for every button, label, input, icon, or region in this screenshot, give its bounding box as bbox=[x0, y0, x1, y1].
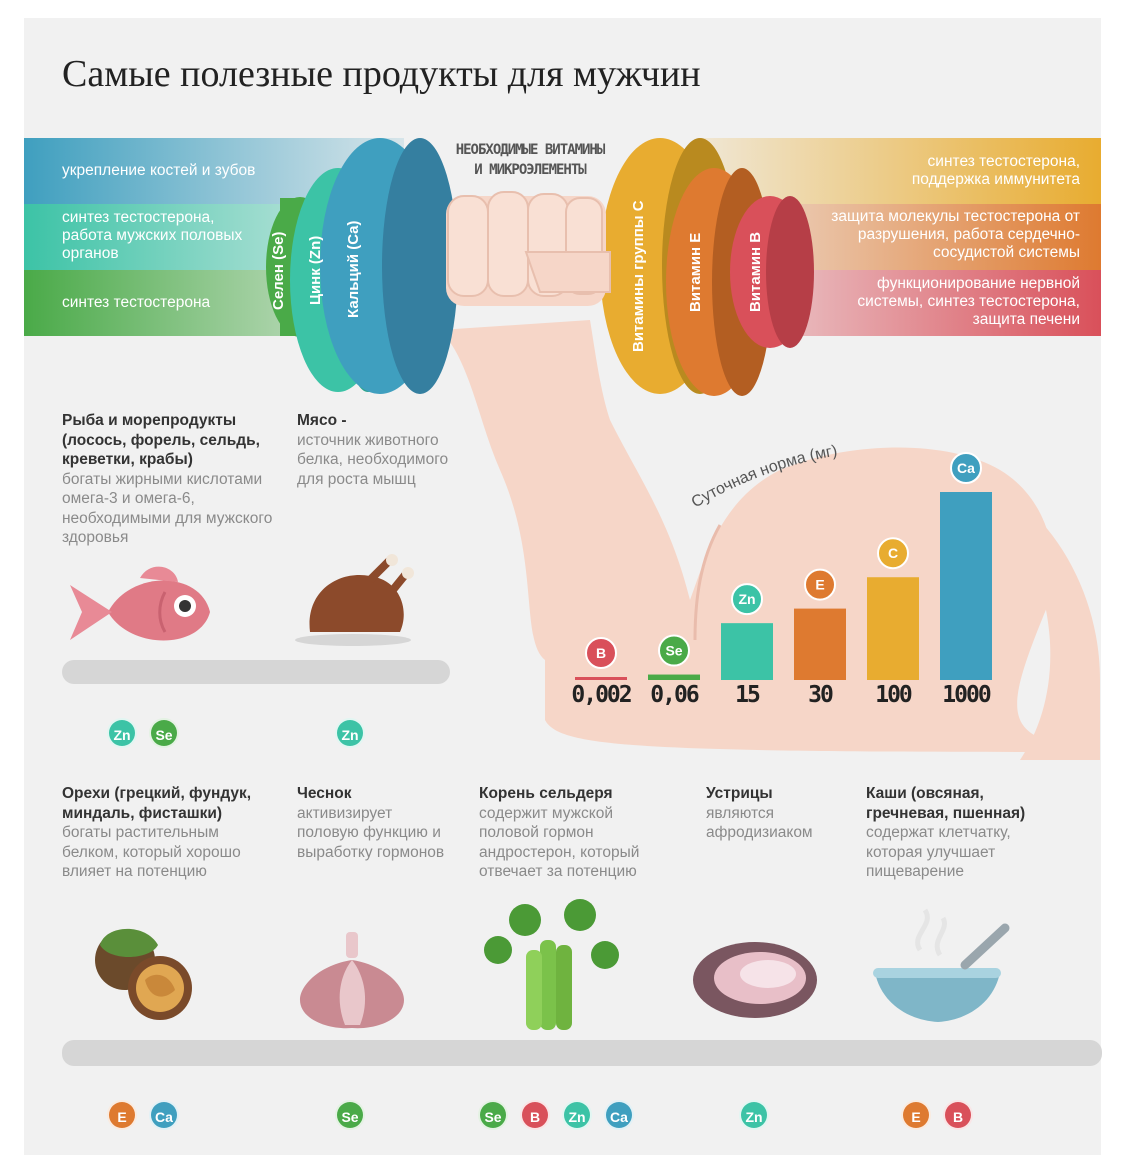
chart-badge-b bbox=[585, 637, 617, 669]
food-garlic-desc: активизирует половую функцию и выработку… bbox=[297, 804, 445, 861]
food-nuts: Орехи (грецкий, фундук, миндаль, фисташк… bbox=[62, 784, 277, 882]
food-nuts-desc: богаты растительным белком, который хоро… bbox=[62, 824, 241, 880]
badges-oysters: Zn bbox=[739, 1100, 781, 1130]
food-meat-name: Мясо - bbox=[297, 412, 347, 429]
plate-label-calcium: Кальций (Ca) bbox=[345, 221, 362, 318]
badge-zn: Zn bbox=[107, 718, 137, 748]
badge-zn: Zn bbox=[335, 718, 365, 748]
food-celery-desc: содержит мужской половой гормон андросте… bbox=[479, 804, 640, 881]
badge-b: B bbox=[520, 1100, 550, 1130]
chart-value-label: 0,002 bbox=[571, 682, 632, 708]
chart-badge-e bbox=[804, 568, 836, 601]
band-text-calcium: укрепление костей и зубов bbox=[62, 162, 256, 179]
food-celery: Корень сельдеря содержит мужской половой… bbox=[479, 784, 674, 882]
plate-label-vitamin-b: Витамин В bbox=[747, 232, 764, 312]
oyster-icon bbox=[693, 942, 817, 1018]
food-fish: Рыба и морепродукты (лосось, форель, сел… bbox=[62, 411, 277, 548]
chart-category-label: Se bbox=[665, 643, 682, 659]
badge-se: Se bbox=[335, 1100, 365, 1130]
band-text-vitamin-c: синтез тестостерона, поддержка иммунитет… bbox=[911, 153, 1080, 188]
band-text-zinc: синтез тестостерона, работа мужских поло… bbox=[62, 209, 243, 262]
chart-badge-se bbox=[658, 634, 690, 667]
chart-value-label: 30 bbox=[808, 682, 834, 708]
plate-label-vitamin-c: Витамины группы С bbox=[630, 200, 647, 352]
food-celery-name: Корень сельдеря bbox=[479, 785, 613, 802]
band-text-selenium: синтез тестостерона bbox=[62, 294, 211, 311]
center-heading-line-1: НЕОБХОДИМЫЕ ВИТАМИНЫ bbox=[455, 142, 606, 158]
badge-se: Se bbox=[478, 1100, 508, 1130]
chart-category-label: C bbox=[888, 545, 898, 561]
arm-shoulder bbox=[990, 480, 1100, 760]
arm-crease bbox=[693, 524, 722, 641]
chart-bar-zn bbox=[721, 623, 773, 680]
chart-value-label: 15 bbox=[735, 682, 761, 708]
chart-value-label: 100 bbox=[875, 682, 913, 708]
food-meat: Мясо - источник животного белка, необход… bbox=[297, 411, 457, 489]
badge-ca: Ca bbox=[604, 1100, 634, 1130]
badges-garlic: Se bbox=[335, 1100, 377, 1130]
page-title: Самые полезные продукты для мужчин bbox=[62, 53, 701, 95]
badge-zn: Zn bbox=[562, 1100, 592, 1130]
plate-label-vitamin-e: Витамин Е bbox=[687, 233, 704, 312]
daily-norm-chart: B Se Zn E C Ca bbox=[575, 452, 992, 680]
chart-category-label: E bbox=[815, 577, 824, 593]
band-vitamin-c bbox=[700, 138, 1101, 204]
top-tray bbox=[62, 660, 450, 684]
badges-meat: Zn bbox=[335, 718, 377, 748]
food-porridge-name: Каши (овсяная, гречневая, пшенная) bbox=[866, 785, 1026, 822]
walnut-icon bbox=[95, 928, 192, 1020]
chart-bar-ca bbox=[940, 492, 992, 680]
chart-bar-c bbox=[867, 577, 919, 680]
plate-label-selenium: Селен (Se) bbox=[270, 232, 287, 310]
food-nuts-name: Орехи (грецкий, фундук, миндаль, фисташк… bbox=[62, 785, 252, 822]
center-heading-line-2: И МИКРОЭЛЕМЕНТЫ bbox=[474, 162, 586, 178]
band-text-vitamin-e: защита молекулы тестостерона от разрушен… bbox=[831, 208, 1080, 261]
porridge-bowl-icon bbox=[873, 908, 1010, 1022]
right-plates bbox=[600, 138, 814, 396]
celery-icon bbox=[484, 899, 619, 1030]
chart-bar-se bbox=[648, 674, 700, 680]
food-porridge: Каши (овсяная, гречневая, пшенная) содер… bbox=[866, 784, 1056, 882]
chart-bar-e bbox=[794, 608, 846, 680]
food-garlic-name: Чеснок bbox=[297, 785, 352, 802]
food-fish-name: Рыба и морепродукты (лосось, форель, сел… bbox=[62, 412, 260, 468]
bottom-tray bbox=[62, 1040, 1102, 1066]
food-oysters: Устрицы являются афродизиаком bbox=[706, 784, 846, 843]
chart-value-label: 0,06 bbox=[650, 682, 699, 708]
chart-category-label: Zn bbox=[738, 591, 755, 607]
plate-label-zinc: Цинк (Zn) bbox=[307, 236, 324, 305]
badges-fish: Zn Se bbox=[107, 718, 191, 748]
badge-e: E bbox=[901, 1100, 931, 1130]
badge-e: E bbox=[107, 1100, 137, 1130]
badges-nuts: E Ca bbox=[107, 1100, 191, 1130]
fish-icon bbox=[70, 566, 210, 641]
band-text-vitamin-b: функционирование нервной системы, синтез… bbox=[857, 275, 1080, 328]
garlic-icon bbox=[300, 932, 404, 1029]
chart-category-label: Ca bbox=[957, 460, 975, 476]
chart-badge-zn bbox=[731, 583, 763, 616]
food-fish-desc: богаты жирными кислотами омега-3 и омега… bbox=[62, 470, 273, 547]
badge-ca: Ca bbox=[149, 1100, 179, 1130]
badge-zn: Zn bbox=[739, 1100, 769, 1130]
chart-badge-ca bbox=[950, 452, 982, 484]
food-porridge-desc: содержат клетчатку, которая улучшает пищ… bbox=[866, 824, 1011, 880]
food-garlic: Чеснок активизирует половую функцию и вы… bbox=[297, 784, 457, 862]
badge-se: Se bbox=[149, 718, 179, 748]
badge-b: B bbox=[943, 1100, 973, 1130]
food-meat-desc: источник животного белка, необходимого д… bbox=[297, 431, 449, 488]
fist bbox=[446, 191, 611, 306]
chart-bar-b bbox=[575, 677, 627, 680]
chart-category-label: B bbox=[596, 645, 606, 661]
chart-value-label: 1000 bbox=[942, 682, 991, 708]
badges-celery: Se B Zn Ca bbox=[478, 1100, 646, 1130]
food-oysters-desc: являются афродизиаком bbox=[706, 804, 813, 842]
food-oysters-name: Устрицы bbox=[706, 785, 773, 802]
center-heading: НЕОБХОДИМЫЕ ВИТАМИНЫ И МИКРОЭЛЕМЕНТЫ bbox=[430, 140, 630, 180]
left-plates bbox=[266, 138, 458, 394]
chicken-icon bbox=[295, 554, 414, 646]
chart-badge-c bbox=[877, 537, 909, 570]
